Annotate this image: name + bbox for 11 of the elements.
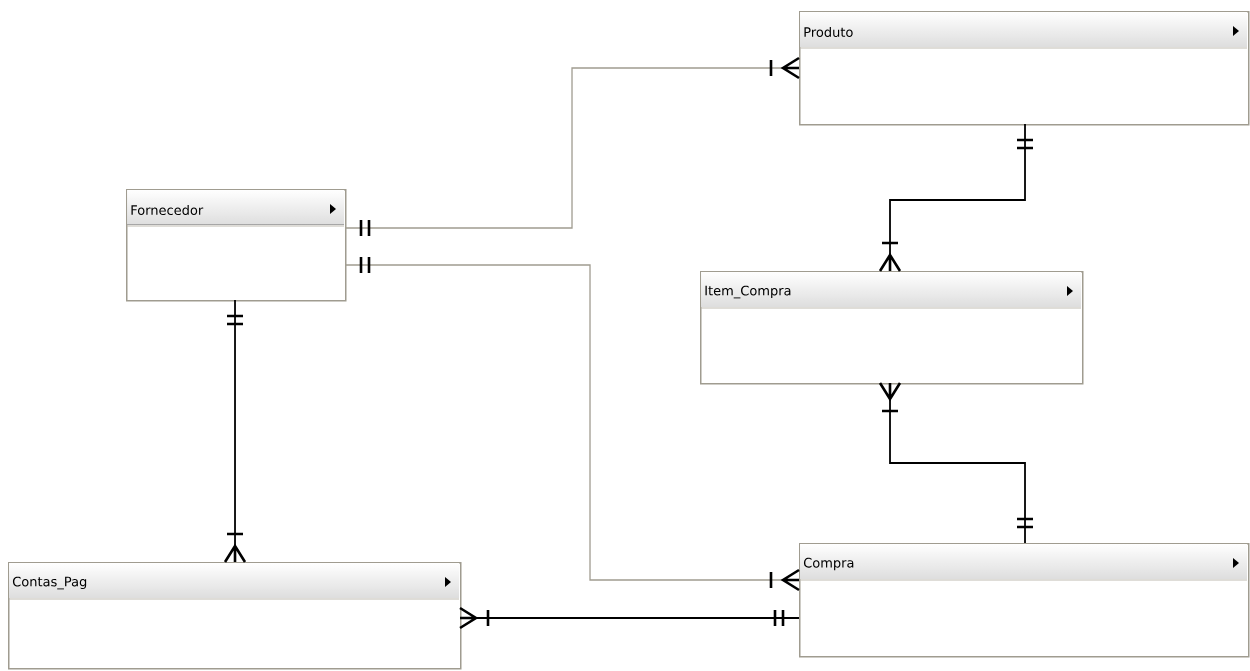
relationship-line — [878, 123, 1035, 273]
relationship-line — [344, 255, 801, 592]
entity-box: Item_Compra — [700, 271, 1084, 385]
relationship-line — [878, 381, 1035, 544]
entity-box: Produto — [799, 11, 1250, 126]
entity-box: Compra — [799, 543, 1250, 658]
relationship-line — [458, 606, 800, 630]
relationship-line — [344, 56, 801, 238]
entity-box: Contas_Pag — [8, 562, 462, 670]
relationship-line — [223, 299, 247, 564]
entity-box: Fornecedor — [126, 189, 347, 302]
